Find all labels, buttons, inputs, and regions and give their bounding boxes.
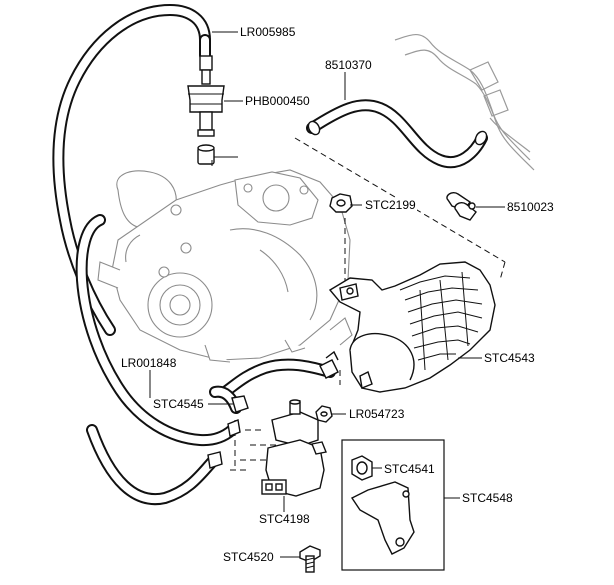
nut-lr054723 — [315, 405, 333, 423]
callout-stc4545: STC4545 — [152, 397, 205, 411]
leader-lines — [149, 31, 505, 558]
callout-lr054723: LR054723 — [348, 407, 406, 421]
callout-lr001848: LR001848 — [120, 356, 178, 370]
callout-stc4520: STC4520 — [222, 550, 275, 564]
solenoid-stc4198 — [261, 399, 327, 497]
callout-stc2199: STC2199 — [364, 198, 417, 212]
callout-8510370: 8510370 — [324, 58, 373, 72]
callout-stc4548: STC4548 — [461, 491, 514, 505]
bracket-box — [341, 439, 445, 571]
turbocharger-housing — [97, 169, 353, 363]
callout-stc4198: STC4198 — [258, 512, 311, 526]
bolt-stc4520 — [299, 545, 321, 573]
hose-stc4545 — [209, 385, 249, 414]
engine-pipework-background — [394, 34, 535, 171]
filter-phb000450 — [187, 55, 225, 137]
nut-stc2199 — [329, 193, 353, 213]
hose-lr005985 — [52, 4, 211, 336]
callout-8510023: 8510023 — [506, 200, 555, 214]
callout-stc4541: STC4541 — [383, 462, 436, 476]
clips-8510023 — [446, 191, 477, 221]
callout-phb000450: PHB000450 — [244, 94, 311, 108]
tube-piece — [197, 144, 215, 165]
reservoir-stc4543 — [328, 261, 496, 393]
hose-lr001848 — [75, 214, 241, 506]
hose-8510370 — [306, 99, 488, 168]
callout-lr005985: LR005985 — [239, 25, 297, 39]
hose-to-reservoir — [219, 350, 339, 398]
callout-stc4543: STC4543 — [483, 351, 536, 365]
